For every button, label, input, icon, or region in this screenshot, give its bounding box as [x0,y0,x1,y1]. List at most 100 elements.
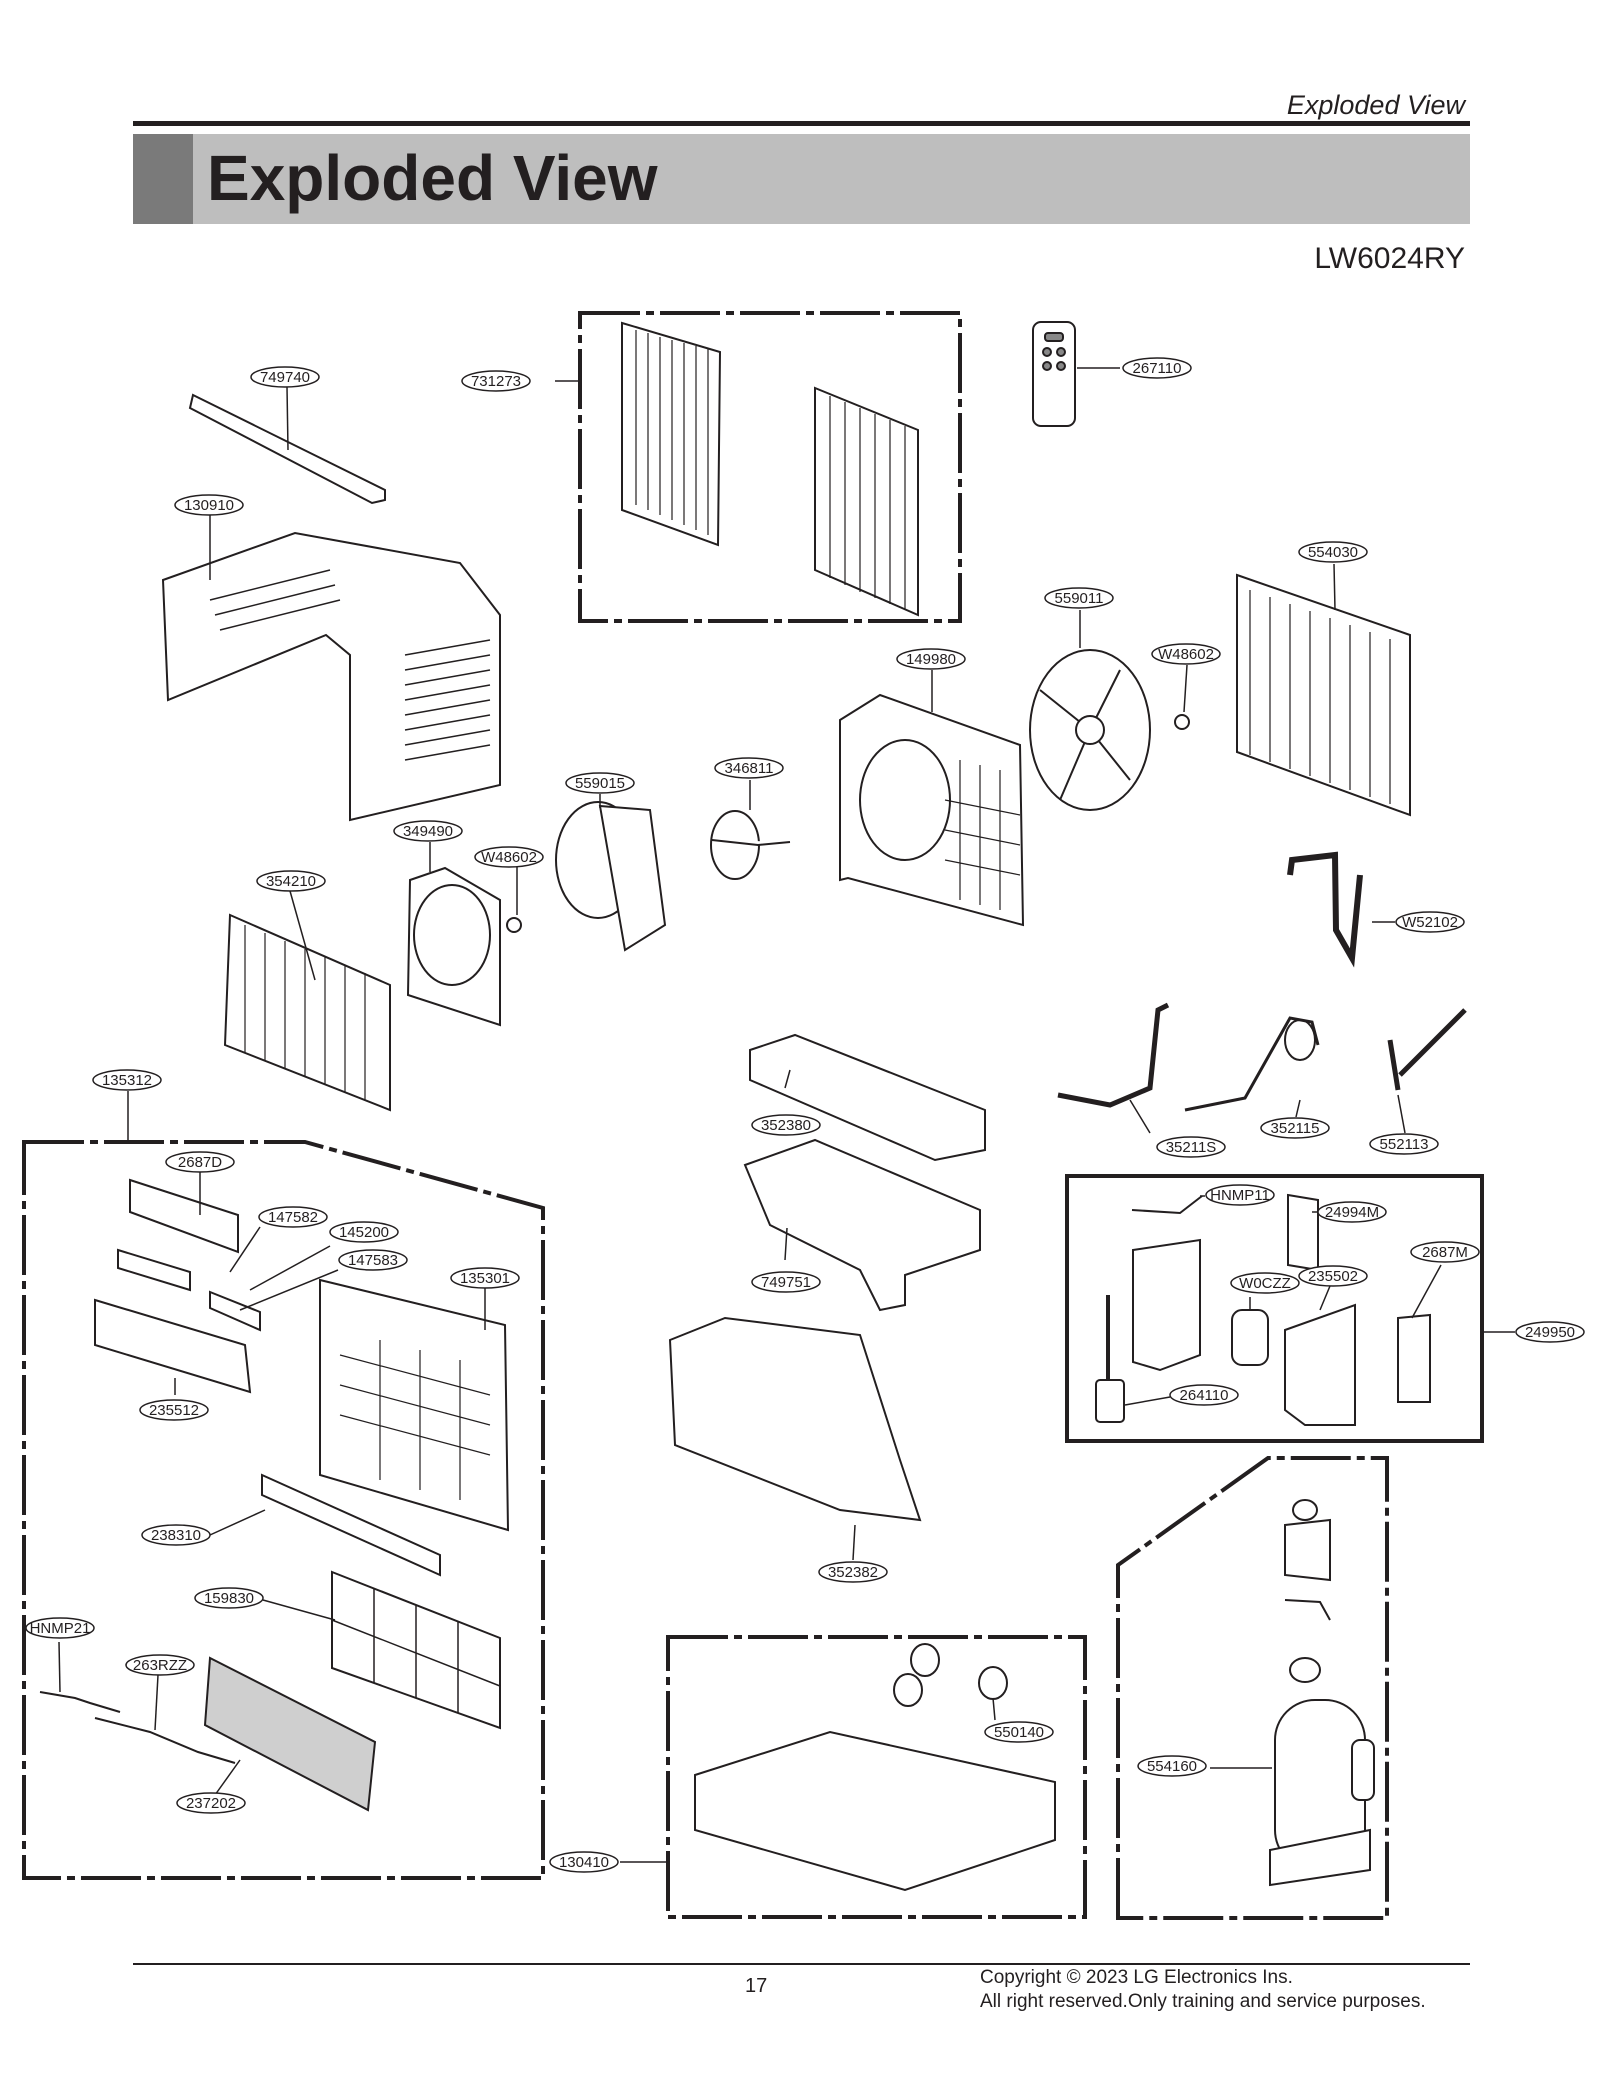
svg-text:352380: 352380 [761,1117,811,1134]
callout-249950: 249950 [1515,1321,1585,1343]
curtain-right [814,386,919,617]
svg-text:264110: 264110 [1180,1387,1229,1404]
condenser-554030 [1236,573,1411,817]
basepan-130410 [694,1730,1056,1892]
svg-text:24994M: 24994M [1325,1204,1379,1221]
bracket-147583 [209,1290,261,1332]
base-352382 [668,1316,922,1522]
running-head: Exploded View [1286,90,1465,120]
tube-w52102 [1287,851,1363,968]
svg-text:130910: 130910 [184,497,234,514]
svg-text:HNMP21: HNMP21 [30,1620,91,1637]
footer-rule [133,1963,1470,1965]
svg-text:263RZZ: 263RZZ [133,1657,187,1674]
frame-side-panels [578,311,962,623]
grille-237202 [203,1656,377,1812]
callout-264110: 264110 [1169,1384,1239,1406]
callout-263rzz: 263RZZ [125,1654,195,1676]
svg-text:237202: 237202 [186,1795,236,1812]
page-title: Exploded View [207,142,658,214]
callout-w52102: W52102 [1395,911,1465,933]
svg-text:554160: 554160 [1147,1758,1197,1775]
callout-550140: 550140 [984,1721,1054,1743]
svg-text:147582: 147582 [268,1209,318,1226]
svg-text:554030: 554030 [1308,544,1358,561]
svg-text:130410: 130410 [559,1854,609,1871]
svg-text:35211S: 35211S [1166,1139,1217,1156]
svg-text:552113: 552113 [1380,1136,1429,1153]
callout-237202: 237202 [176,1792,246,1814]
svg-text:W48602: W48602 [481,849,537,866]
copyright-line-1: Copyright © 2023 LG Electronics Ins. [980,1967,1293,1988]
leader-lines [58,367,1515,1863]
bracket-147582 [117,1248,191,1292]
callout-267110: 267110 [1122,357,1192,379]
copyright: Copyright © 2023 LG Electronics Ins. All… [980,1966,1426,2014]
cover-235512 [94,1298,252,1394]
tube-35211s [1057,1002,1170,1108]
grommet-550140-c [978,1666,1008,1700]
svg-text:2687D: 2687D [178,1154,222,1171]
svg-text:249950: 249950 [1525,1324,1575,1341]
callout-135301: 135301 [450,1267,520,1289]
callout-w0czz: W0CZZ [1230,1272,1300,1294]
nut-w48602-b [506,917,522,933]
callouts: 749740 731273 267110 130910 554030 55901… [25,357,1585,1873]
svg-text:W0CZZ: W0CZZ [1239,1275,1291,1292]
svg-text:235512: 235512 [149,1402,199,1419]
svg-text:238310: 238310 [151,1527,201,1544]
svg-text:267110: 267110 [1133,360,1182,377]
callout-731273: 731273 [461,370,531,392]
title-bar: Exploded View [133,134,1470,224]
callout-159830: 159830 [194,1587,264,1609]
callout-135312: 135312 [92,1069,162,1091]
callout-349490: 349490 [393,820,463,842]
callout-352115: 352115 [1260,1117,1330,1139]
title-accent [133,134,193,224]
callout-147583: 147583 [338,1249,408,1271]
callout-235502: 235502 [1298,1265,1368,1287]
duct-749751 [743,1138,981,1312]
tube-552113 [1387,1008,1467,1091]
curtain-left [621,321,722,547]
nut-w48602-a [1174,714,1190,730]
svg-text:145200: 145200 [339,1224,389,1241]
grommet-550140-b [893,1673,923,1707]
frame-compressor [1116,1456,1389,1920]
callout-352382: 352382 [818,1561,888,1583]
box-264110-bracket [1132,1238,1201,1372]
svg-text:550140: 550140 [994,1724,1044,1741]
board-2687m [1397,1313,1431,1403]
svg-text:135301: 135301 [460,1270,510,1287]
callout-w48602-a: W48602 [1151,643,1221,665]
callout-hnmp11: HNMP11 [1205,1184,1275,1206]
callout-238310: 238310 [141,1524,211,1546]
svg-text:235502: 235502 [1308,1268,1358,1285]
header-rule [133,121,1470,126]
svg-text:346811: 346811 [725,760,774,777]
model-number: LW6024RY [1314,242,1465,275]
callout-145200: 145200 [329,1221,399,1243]
callout-147582: 147582 [258,1206,328,1228]
evaporator-354210 [223,913,391,1112]
svg-text:349490: 349490 [403,823,453,840]
wire-hnmp11 [1131,1195,1203,1215]
tube-352115 [1184,1016,1320,1112]
grommet-550140-a [910,1643,940,1677]
remote-267110 [1032,321,1076,427]
strip-238310 [261,1473,441,1577]
callout-130910: 130910 [174,494,244,516]
callout-352380: 352380 [751,1114,821,1136]
relay-24994m [1287,1193,1319,1272]
callout-554160: 554160 [1137,1755,1207,1777]
callout-749740: 749740 [250,366,320,388]
svg-text:352115: 352115 [1271,1120,1320,1137]
callout-554030: 554030 [1298,541,1368,563]
svg-text:559015: 559015 [575,775,625,792]
svg-text:354210: 354210 [266,873,316,890]
plug-264110 [1095,1379,1125,1423]
svg-text:147583: 147583 [348,1252,398,1269]
frame-control-box [1065,1174,1484,1443]
frame-base-pan [666,1635,1087,1919]
